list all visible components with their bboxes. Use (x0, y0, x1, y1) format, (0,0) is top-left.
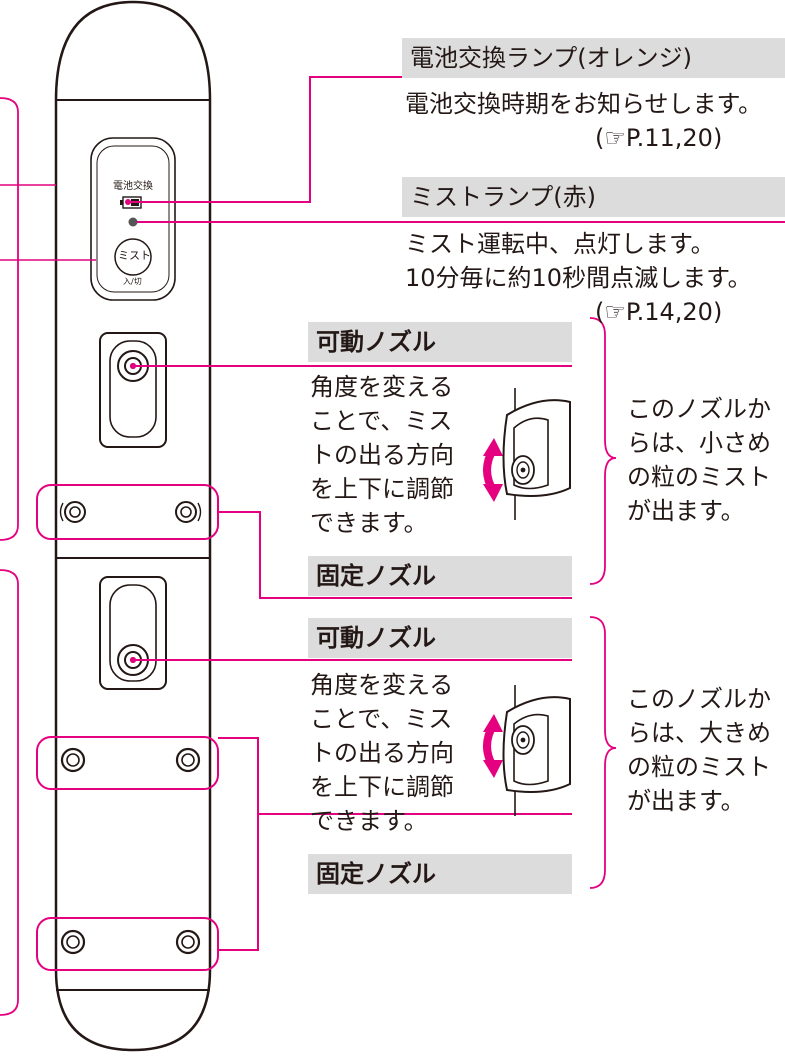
desc-line: ことで、ミス (310, 705, 453, 733)
right-brace-lower (589, 616, 617, 889)
callout-lines (128, 76, 785, 951)
upper-fixed-header: 固定ノズル (308, 556, 572, 596)
lower-adjust-arrow (483, 714, 503, 778)
upper-movable-desc: 角度を変える ことで、ミス トの出る方向 を上下に調節 できます。 (310, 370, 454, 540)
desc-line: トの出る方向 (310, 739, 454, 767)
desc-line: できます。 (310, 807, 428, 835)
desc-line: 角度を変える (310, 373, 454, 401)
left-brace-lower (0, 569, 19, 1016)
left-brace-upper (0, 97, 19, 541)
mist-button[interactable] (114, 238, 152, 276)
desc-line: 角度を変える (310, 671, 454, 699)
battery-label: 電池交換 (113, 181, 153, 192)
mist-button-sub: 入/切 (123, 277, 142, 286)
mist-lamp-desc-1: ミスト運転中、点灯します。 (405, 230, 715, 258)
mist-lamp-header: ミストランプ(赤) (402, 177, 785, 217)
upper-bracket-desc: このノズルか らは、小さめ の粒のミスト が出ます。 (627, 395, 771, 525)
mist-lamp (128, 217, 138, 227)
lower-movable-nozzle (99, 576, 167, 690)
desc-line: トの出る方向 (310, 441, 454, 469)
desc-line: できます。 (310, 509, 428, 537)
lower-fixed-header: 固定ノズル (308, 854, 572, 894)
mist-lamp-desc-2: 10分毎に約10秒間点滅します。 (405, 264, 752, 292)
battery-lamp-header: 電池交換ランプ(オレンジ) (402, 38, 785, 78)
upper-movable-nozzle (99, 332, 167, 448)
right-brace-upper (589, 317, 617, 585)
battery-lamp-ref: (☞P.11,20) (595, 124, 723, 152)
mist-lamp-ref: (☞P.14,20) (595, 298, 723, 326)
desc-line: ことで、ミス (310, 407, 453, 435)
lower-fixed-highlight-1 (36, 736, 219, 790)
lower-movable-header: 可動ノズル (308, 618, 572, 658)
upper-adjust-arrow (483, 438, 503, 502)
lower-fixed-highlight-2 (36, 917, 219, 971)
upper-fixed-highlight (36, 484, 219, 540)
lower-side-view (502, 685, 571, 816)
upper-movable-header: 可動ノズル (308, 322, 572, 362)
upper-fixed-nozzles (59, 501, 202, 523)
upper-side-view (502, 388, 571, 520)
lower-fixed-nozzles (60, 747, 201, 955)
lower-bracket-desc: このノズルか らは、大きめ の粒のミスト が出ます。 (627, 685, 771, 815)
desc-line: を上下に調節 (310, 475, 454, 503)
lower-movable-desc: 角度を変える ことで、ミス トの出る方向 を上下に調節 できます。 (310, 668, 454, 838)
battery-lamp-desc: 電池交換時期をお知らせします。 (405, 90, 763, 118)
desc-line: を上下に調節 (310, 773, 454, 801)
mist-button-label[interactable]: ミスト (118, 249, 151, 262)
